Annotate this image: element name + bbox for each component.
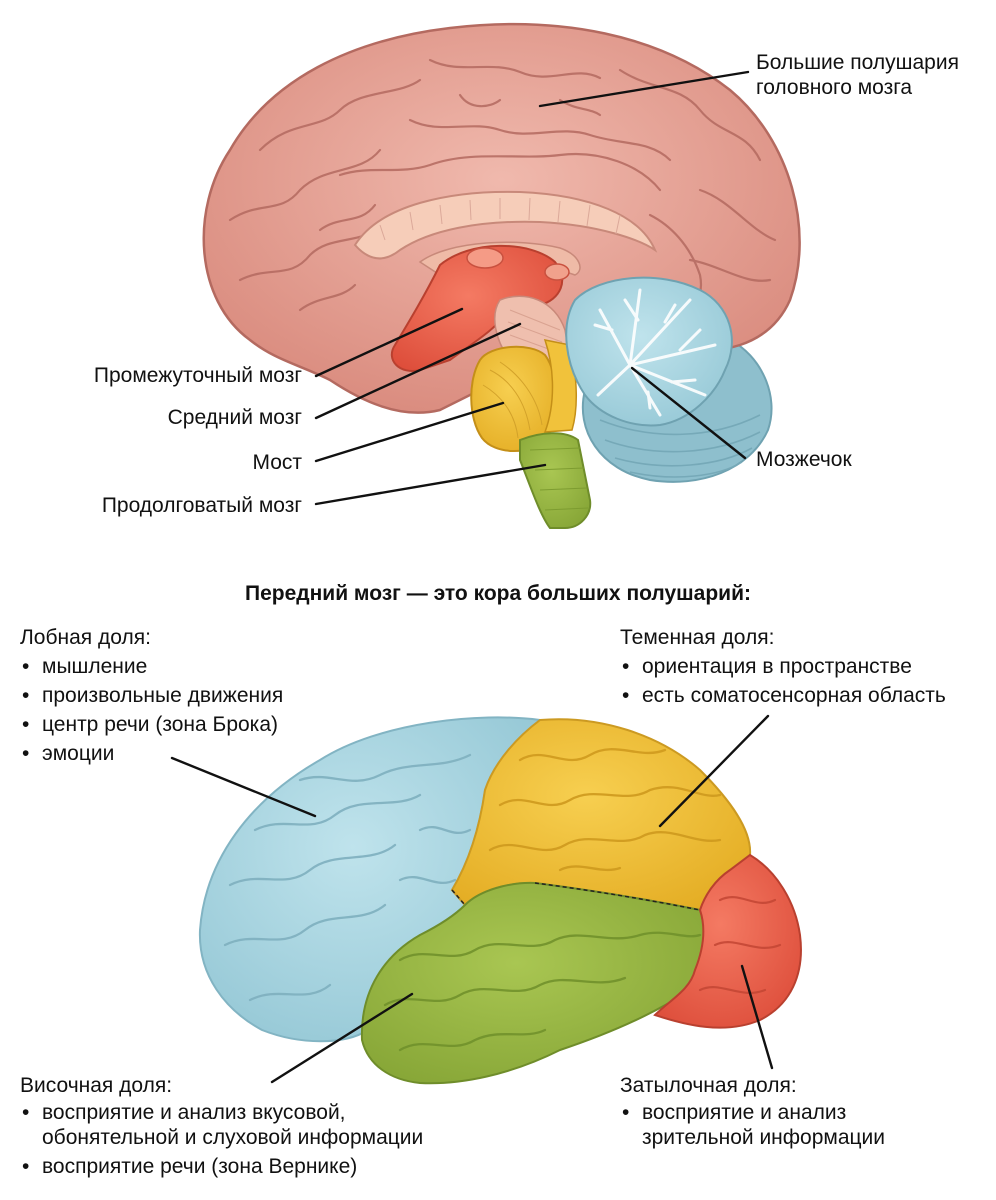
label-cerebellum: Мозжечок	[756, 448, 852, 471]
temporal-item-1-line1: восприятие и анализ вкусовой,	[42, 1101, 346, 1124]
label-medulla: Продолговатый мозг	[101, 494, 302, 517]
leader-occipital	[740, 964, 774, 1070]
frontal-lobe-title: Лобная доля:	[20, 626, 151, 649]
temporal-lobe-list: восприятие и анализ вкусовой, обонятельн…	[20, 1100, 423, 1181]
occipital-lobe-list: восприятие и анализ зрительной информаци…	[620, 1100, 885, 1150]
sagittal-brain	[202, 22, 801, 529]
temporal-lobe-info: Височная доля: восприятие и анализ вкусо…	[20, 1071, 423, 1181]
leader-diencephalon	[314, 307, 464, 378]
parietal-lobe-title: Теменная доля:	[620, 626, 775, 649]
temporal-lobe-title: Височная доля:	[20, 1074, 173, 1097]
frontal-lobe-info: Лобная доля: мышление произвольные движе…	[20, 623, 283, 768]
temporal-item-2: восприятие речи (зона Вернике)	[20, 1152, 423, 1181]
frontal-lobe-list: мышление произвольные движения центр реч…	[20, 652, 283, 768]
label-pons: Мост	[252, 451, 302, 474]
leader-pons	[314, 401, 505, 463]
occipital-lobe-info: Затылочная доля: восприятие и анализ зри…	[620, 1071, 885, 1152]
temporal-lobe	[360, 881, 706, 1085]
corpus-callosum	[353, 190, 658, 260]
section-subtitle: Передний мозг — это кора больших полушар…	[244, 582, 751, 605]
parietal-item-1: ориентация в пространстве	[620, 652, 946, 681]
leader-temporal	[270, 992, 414, 1084]
leader-parietal	[658, 714, 770, 828]
frontal-item-3: центр речи (зона Брока)	[20, 710, 283, 739]
medulla-region	[519, 432, 592, 529]
lateral-brain	[198, 716, 802, 1085]
parietal-lobe-list: ориентация в пространстве есть соматосен…	[620, 652, 946, 710]
top-leader-lines	[314, 70, 750, 506]
leader-medulla	[314, 463, 547, 506]
leader-hemispheres	[538, 70, 750, 108]
occipital-item-1-line2: зрительной информации	[642, 1126, 886, 1149]
leader-cerebellum	[630, 366, 747, 460]
leader-midbrain	[314, 322, 522, 420]
frontal-item-1: мышление	[20, 652, 283, 681]
label-hemispheres-line2: головного мозга	[756, 76, 913, 99]
occipital-item-1: восприятие и анализ зрительной информаци…	[620, 1100, 885, 1150]
label-midbrain: Средний мозг	[167, 406, 302, 429]
label-hemispheres-line1: Большие полушария	[756, 51, 959, 74]
label-diencephalon: Промежуточный мозг	[93, 364, 302, 387]
occipital-lobe-title: Затылочная доля:	[620, 1074, 797, 1097]
temporal-item-1: восприятие и анализ вкусовой, обонятельн…	[20, 1100, 423, 1150]
parietal-lobe-info: Теменная доля: ориентация в пространстве…	[620, 623, 946, 710]
temporal-item-1-line2: обонятельной и слуховой информации	[42, 1126, 424, 1149]
frontal-item-2: произвольные движения	[20, 681, 283, 710]
frontal-item-4: эмоции	[20, 739, 283, 768]
label-hemispheres: Большие полушария головного мозга	[756, 50, 959, 100]
occipital-item-1-line1: восприятие и анализ	[642, 1101, 847, 1124]
parietal-item-2: есть соматосенсорная область	[620, 681, 946, 710]
